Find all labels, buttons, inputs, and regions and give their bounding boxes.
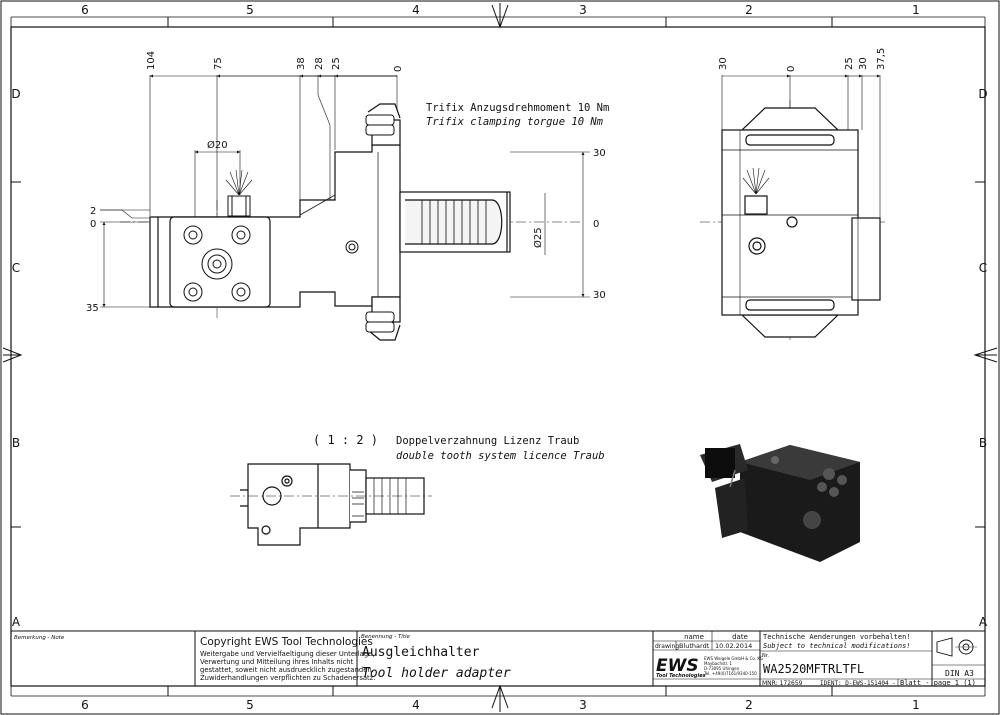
- border-row-labels: D C B A D C B A: [11, 87, 988, 629]
- col-label: 1: [912, 698, 920, 712]
- copyright-line: Verwertung und Mitteilung ihres Inhalts …: [200, 658, 354, 666]
- ident: IDENT: D-EWS-151404 -: [820, 680, 896, 687]
- row-label: B: [12, 436, 20, 450]
- part-number: WA2520MFTRLTFL: [763, 662, 864, 676]
- dim-right-30-bottom: 30: [593, 290, 606, 301]
- ews-logo-sub: Tool Technologies: [656, 673, 706, 679]
- border-column-labels-top: 6 5 4 3 2 1: [81, 3, 920, 17]
- torque-note-en: Trifix clamping torgue 10 Nm: [426, 116, 604, 128]
- sheet-number: Blatt - page 1 (1): [900, 679, 976, 687]
- side-view: 30 0 25 30 37,5: [700, 48, 887, 340]
- title-block: [11, 630, 985, 686]
- row-label: C: [12, 261, 20, 275]
- dim-38: 38: [296, 57, 307, 70]
- dim-75: 75: [213, 57, 224, 70]
- nr-label: Nr.: [762, 653, 769, 659]
- ews-logo: EWS: [656, 656, 699, 676]
- col-label: 3: [579, 3, 587, 17]
- company-line: Tel. +49(0)7161/9340-150: [703, 671, 757, 676]
- side-dim-0: 0: [786, 66, 797, 72]
- isometric-view: [700, 444, 860, 562]
- row-label: C: [979, 261, 987, 275]
- diameter-25-label: Ø25: [532, 227, 544, 248]
- copyright-line: Weitergabe und Vervielfaeltigung dieser …: [200, 650, 375, 658]
- detail-note-en: double tooth system licence Traub: [396, 450, 605, 462]
- col-label: 5: [246, 698, 254, 712]
- col-label: 2: [745, 3, 753, 17]
- dim-right-30-top: 30: [593, 148, 606, 159]
- col-label: 5: [246, 3, 254, 17]
- company-line: EWS Weigele GmbH & Co. KG: [704, 656, 763, 661]
- col-label: 6: [81, 3, 89, 17]
- row-label: B: [979, 436, 987, 450]
- copyright-title: Copyright EWS Tool Technologies: [200, 636, 373, 648]
- side-dim-25: 25: [844, 57, 855, 70]
- title-block-text: Bemerkung - Note Copyright EWS Tool Tech…: [14, 633, 976, 687]
- front-view: 104 75 38 28 25 0 Ø20 2 0 35 30 0 30 Ø25…: [86, 51, 609, 341]
- title-en: Tool holder adapter: [362, 666, 511, 681]
- col-label: 6: [81, 698, 89, 712]
- dim-25: 25: [331, 57, 342, 70]
- dim-104: 104: [146, 51, 157, 70]
- row-label: D: [978, 87, 987, 101]
- drawing-name: Bluthardt: [679, 642, 710, 650]
- title-label: Benennung - Title: [361, 634, 411, 640]
- col-label: 2: [745, 698, 753, 712]
- detail-scale: ( 1 : 2 ): [313, 433, 378, 447]
- copyright-line: gestattet, soweit nicht ausdruecklich zu…: [200, 666, 374, 674]
- drawing-label: drawing: [655, 643, 679, 650]
- paper-format: DIN A3: [945, 669, 974, 678]
- remark-label: Bemerkung - Note: [14, 635, 65, 641]
- col-label: 4: [412, 698, 420, 712]
- side-dim-30b: 30: [858, 57, 869, 70]
- centering-marks: [2, 3, 998, 712]
- drawing-date: 10.02.2014: [715, 642, 752, 650]
- diameter-20-label: Ø20: [207, 139, 228, 151]
- side-dim-37-5: 37,5: [876, 48, 887, 70]
- border-column-labels-bottom: 6 5 4 3 2 1: [81, 698, 920, 712]
- dim-right-0: 0: [593, 219, 599, 230]
- title-de: Ausgleichhalter: [362, 645, 480, 660]
- torque-note-de: Trifix Anzugsdrehmoment 10 Nm: [426, 102, 609, 114]
- company-line: Maybachstr. 1: [704, 661, 732, 666]
- col-label: 3: [579, 698, 587, 712]
- dim-left-35: 35: [86, 303, 99, 314]
- row-label: A: [979, 615, 988, 629]
- copyright-line: Zuwiderhandlungen verpflichten zu Schade…: [200, 674, 375, 682]
- row-label: A: [12, 615, 21, 629]
- date-header: date: [732, 633, 748, 641]
- dim-0: 0: [393, 66, 404, 72]
- col-label: 4: [412, 3, 420, 17]
- change-note-en: Subject to technical modifications!: [763, 642, 911, 650]
- change-note-de: Technische Aenderungen vorbehalten!: [763, 633, 911, 641]
- dim-left-2: 2: [90, 206, 96, 217]
- company-line: D-73095 Uhingen: [704, 666, 740, 671]
- detail-note-de: Doppelverzahnung Lizenz Traub: [396, 435, 579, 447]
- row-label: D: [11, 87, 20, 101]
- name-header: name: [684, 633, 704, 641]
- col-label: 1: [912, 3, 920, 17]
- mnr: MNR: 172659: [762, 680, 803, 687]
- detail-view: ( 1 : 2 ) Doppelverzahnung Lizenz Traub …: [230, 433, 605, 546]
- dim-28: 28: [314, 57, 325, 70]
- side-dim-30: 30: [718, 57, 729, 70]
- dim-left-0: 0: [90, 219, 96, 230]
